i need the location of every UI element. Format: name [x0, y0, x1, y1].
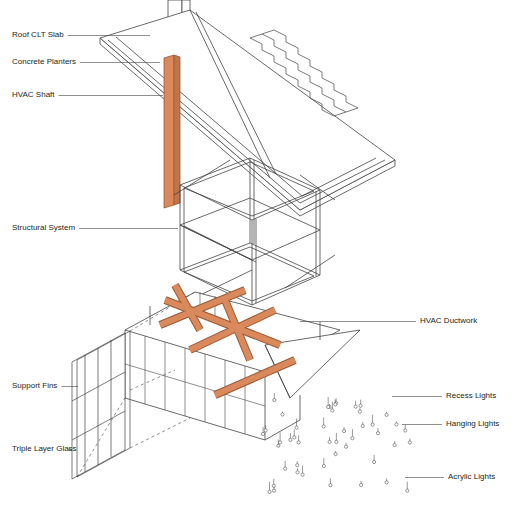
hvac-ductwork [160, 285, 295, 395]
label-text: Roof CLT Slab [12, 30, 64, 39]
light-bulb [358, 410, 361, 413]
leader-line [402, 424, 442, 425]
light-bulb [393, 443, 396, 446]
light-bulb [371, 423, 374, 426]
part-label: Structural System [12, 223, 75, 233]
light-bulb [406, 489, 409, 492]
light-bulb [279, 441, 282, 444]
light-bulb [351, 437, 354, 440]
light-bulb [359, 483, 362, 486]
light-bulb [342, 429, 345, 432]
part-label: Support Fins [12, 381, 57, 391]
light-bulb [359, 404, 362, 407]
label-text: HVAC Shaft [12, 90, 55, 99]
light-bulb [344, 445, 347, 448]
light-bulb [297, 441, 300, 444]
light-bulb [293, 436, 296, 439]
label-text: Hanging Lights [446, 419, 499, 428]
label-text: Concrete Planters [12, 57, 76, 66]
roof-slab [100, 10, 395, 216]
light-bulb [361, 424, 364, 427]
hvac-shaft [164, 55, 180, 208]
light-bulb [327, 405, 330, 408]
light-bulb [335, 440, 338, 443]
light-bulb [328, 440, 331, 443]
part-label: HVAC Shaft [12, 90, 55, 100]
leader-line [405, 477, 444, 478]
leader-line [68, 35, 150, 36]
lower-volume [125, 292, 360, 440]
light-bulb [296, 471, 299, 474]
light-bulb [277, 444, 280, 447]
structural-frame [174, 158, 335, 305]
light-bulb [354, 405, 357, 408]
label-text: Support Fins [12, 381, 57, 390]
glass-panel [72, 331, 130, 479]
leader-line [80, 62, 160, 63]
leader-line [61, 386, 78, 387]
light-bulb [268, 490, 271, 493]
light-bulb [296, 464, 299, 467]
label-text: Acrylic Lights [448, 472, 495, 481]
light-bulb [385, 413, 388, 416]
part-label: HVAC Ductwork [420, 316, 477, 326]
part-label: Triple Layer Glass [12, 444, 77, 454]
light-bulb [272, 489, 275, 492]
part-label: Hanging Lights [446, 419, 499, 429]
leader-line [79, 228, 178, 229]
label-text: Structural System [12, 223, 75, 232]
light-bulb [334, 452, 337, 455]
light-bulb [322, 464, 325, 467]
light-bulb [334, 403, 337, 406]
label-text: HVAC Ductwork [420, 316, 477, 325]
light-bulb [301, 473, 304, 476]
light-bulb [404, 429, 407, 432]
light-fixtures [261, 393, 411, 493]
light-bulb [284, 467, 287, 470]
light-bulb [408, 441, 411, 444]
part-label: Acrylic Lights [448, 472, 495, 482]
light-bulb [264, 429, 267, 432]
light-bulb [376, 432, 379, 435]
stepped-planters [250, 30, 358, 116]
part-label: Roof CLT Slab [12, 30, 64, 40]
light-bulb [281, 413, 284, 416]
light-bulb [322, 425, 325, 428]
label-text: Recess Lights [446, 391, 496, 400]
light-bulb [273, 399, 276, 402]
part-label: Recess Lights [446, 391, 496, 401]
leader-line [392, 396, 442, 397]
light-bulb [395, 423, 398, 426]
leader-line [59, 95, 163, 96]
part-label: Concrete Planters [12, 57, 76, 67]
light-bulb [289, 438, 292, 441]
light-bulb [373, 460, 376, 463]
label-text: Triple Layer Glass [12, 444, 77, 453]
light-bulb [261, 432, 264, 435]
light-bulb [295, 426, 298, 429]
light-bulb [331, 409, 334, 412]
light-bulb [385, 481, 388, 484]
light-bulb [329, 484, 332, 487]
leader-line [300, 321, 416, 322]
